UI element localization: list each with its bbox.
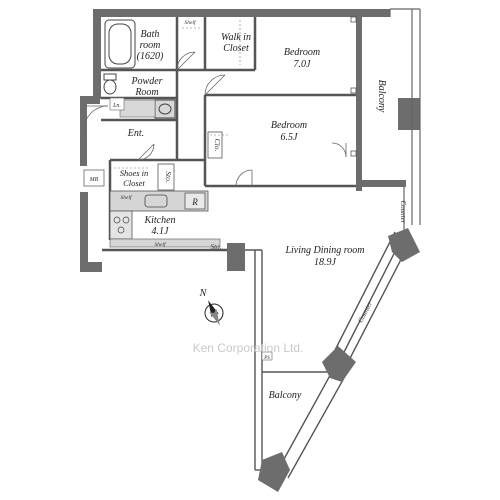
- bathroom-label-2: room: [140, 40, 161, 51]
- bedroom2-name: Bedroom: [271, 120, 307, 131]
- entrance-label: Ent.: [127, 128, 144, 139]
- walk-in-closet-label-1: Walk in: [221, 32, 251, 43]
- clo-label: Clo.: [213, 139, 222, 152]
- compass-icon: [204, 300, 224, 326]
- balcony-south-label: Balcony: [269, 390, 302, 401]
- counter-right-label: Counter: [399, 201, 407, 224]
- exterior-walls: [80, 9, 420, 272]
- balcony-frame: [389, 8, 421, 230]
- kitchen-size: 4.1J: [152, 226, 170, 237]
- bedroom1-size: 7.0J: [294, 59, 312, 70]
- ln-box: [109, 97, 125, 111]
- compass-label: N: [199, 288, 208, 299]
- living-size: 18.9J: [314, 257, 337, 268]
- watermark: Ken Corporation Ltd.: [193, 341, 304, 355]
- shoes-closet-label-2: Closet: [123, 178, 145, 188]
- shelf-top-label: Shelf: [185, 19, 197, 26]
- balcony-east-label: Balcony: [376, 80, 387, 113]
- ps-label: PS: [263, 356, 270, 361]
- powder-counter: [119, 99, 156, 118]
- living-name: Living Dining room: [284, 245, 364, 256]
- switch-markers: [350, 16, 357, 157]
- kitchen-name: Kitchen: [143, 215, 175, 226]
- door-swings: [83, 51, 347, 187]
- kitchen-counter: [109, 190, 221, 248]
- ps-box: [261, 351, 273, 361]
- toilet-icon: [103, 73, 117, 95]
- shoes-closet-label-1: Shoes in: [120, 168, 149, 178]
- bathtub: [104, 19, 136, 69]
- refrigerator-label: R: [191, 197, 198, 207]
- closet-shelves: [114, 20, 241, 169]
- sto-bottom-label: Sto.: [211, 243, 222, 251]
- bedroom2-size: 6.5J: [281, 132, 299, 143]
- clo-closet: [207, 131, 223, 159]
- mb-box: [83, 169, 105, 187]
- sto-hall-box: [157, 163, 175, 191]
- interior-walls: [101, 17, 356, 252]
- powder-room-label-1: Powder: [130, 76, 162, 87]
- vanity-sink-icon: [154, 99, 176, 119]
- bathroom-label-1: Bath: [141, 29, 160, 40]
- bedroom1-name: Bedroom: [284, 47, 320, 58]
- shelf-bottom-label: Shelf: [155, 241, 167, 248]
- walk-in-closet-label-2: Closet: [223, 43, 249, 54]
- mb-label: MB: [89, 177, 99, 183]
- shelf-kitchen-label: Shelf: [121, 194, 133, 201]
- sto-hall-label: Sto.: [164, 171, 173, 183]
- ln-label: Ln.: [112, 103, 121, 109]
- powder-room-label-2: Room: [134, 87, 158, 98]
- bathroom-label-3: (1620): [137, 51, 164, 62]
- diagonal-columns: [258, 228, 420, 492]
